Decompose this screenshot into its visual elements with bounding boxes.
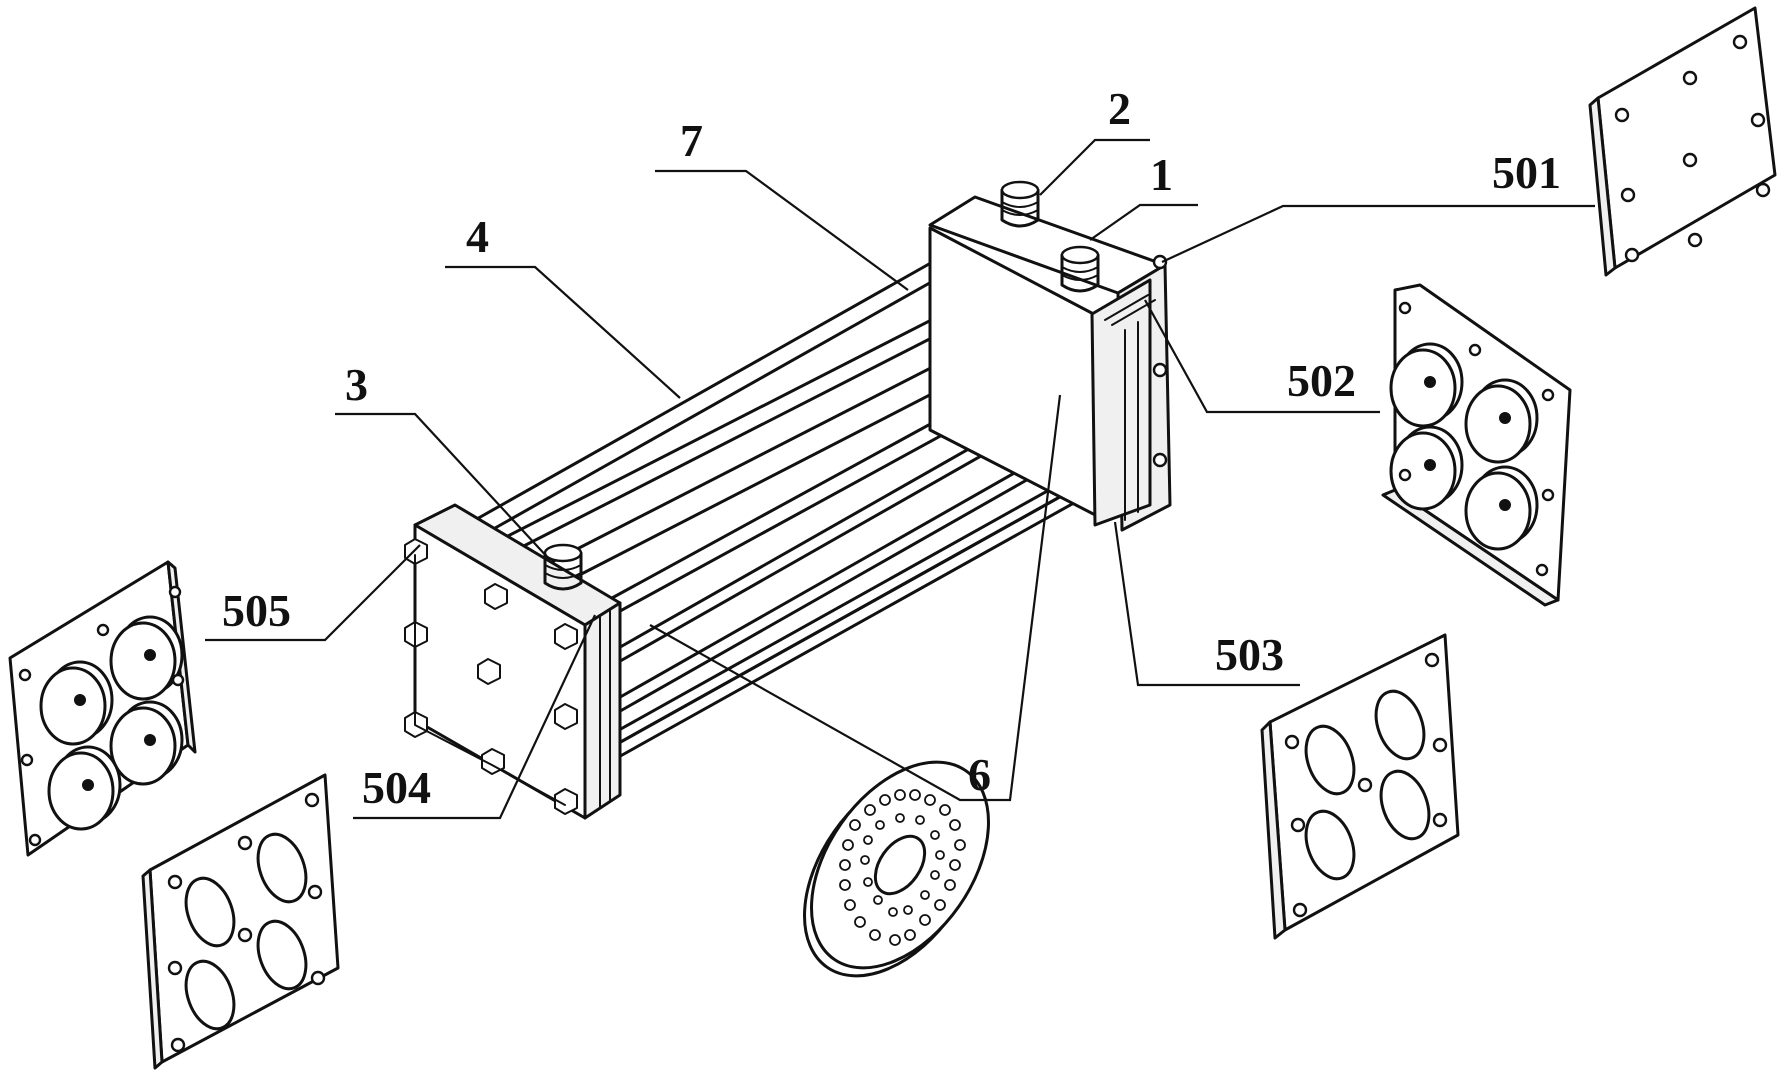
fitting-2 bbox=[1000, 180, 1040, 228]
left-flange-assembly bbox=[404, 503, 622, 820]
label-7: 7 bbox=[680, 115, 703, 166]
plate-501 bbox=[1588, 6, 1777, 277]
label-505: 505 bbox=[222, 585, 291, 636]
label-6: 6 bbox=[968, 749, 991, 800]
label-502: 502 bbox=[1287, 355, 1356, 406]
tube-bundle bbox=[473, 253, 1092, 761]
plate-504 bbox=[141, 773, 340, 1070]
fitting-1 bbox=[1060, 245, 1100, 293]
label-3: 3 bbox=[345, 359, 368, 410]
flange-bolts bbox=[404, 538, 578, 815]
label-4: 4 bbox=[466, 211, 489, 262]
leader-lines bbox=[205, 138, 1595, 820]
label-1: 1 bbox=[1150, 149, 1173, 200]
label-501: 501 bbox=[1492, 147, 1561, 198]
plate-505 bbox=[8, 560, 197, 857]
plate-502 bbox=[1381, 283, 1572, 607]
plate-503 bbox=[1260, 633, 1460, 940]
label-503: 503 bbox=[1215, 629, 1284, 680]
label-504: 504 bbox=[362, 762, 431, 813]
label-2: 2 bbox=[1108, 83, 1131, 134]
right-flange-assembly bbox=[928, 180, 1172, 532]
perforated-disc bbox=[803, 760, 990, 978]
